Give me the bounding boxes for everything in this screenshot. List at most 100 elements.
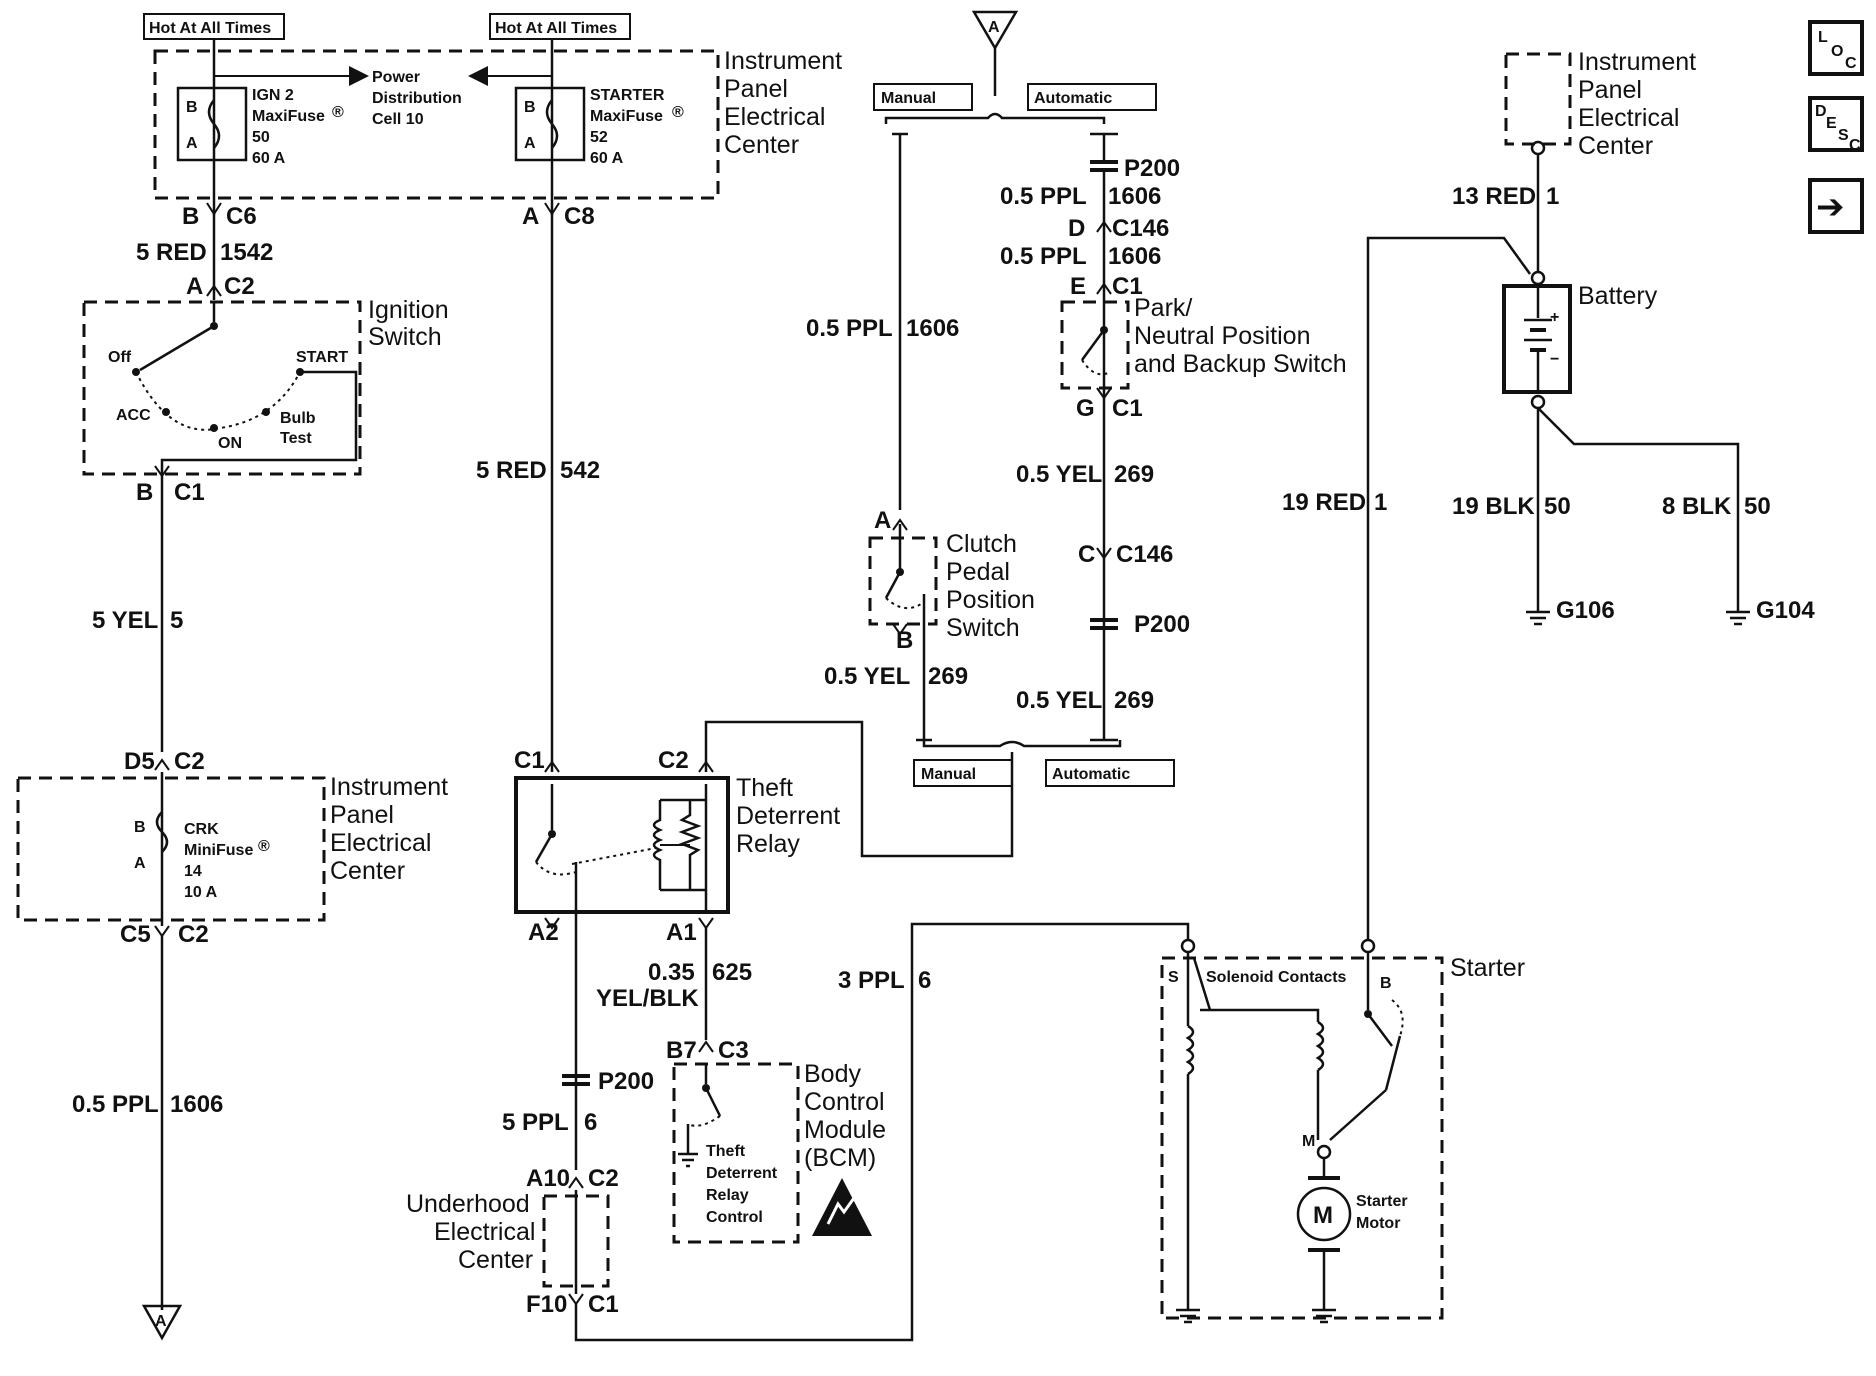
svg-text:A: A	[134, 855, 146, 872]
instrument-panel-electrical-center-top	[153, 49, 720, 200]
wire-0-5-ppl-label: 0.5 PPL	[1000, 243, 1087, 270]
wire-1606-label: 1606	[1108, 243, 1161, 270]
relay-resistor-icon	[678, 800, 702, 890]
hot-at-all-times-label-2: Hot At All Times	[489, 13, 631, 40]
svg-text:Relay: Relay	[706, 1187, 749, 1204]
svg-text:Hot At All Times: Hot At All Times	[495, 20, 617, 37]
svg-text:P200: P200	[1134, 611, 1190, 638]
wire-19-blk-label: 19 BLK	[1452, 493, 1535, 520]
wire-13-red-label: 13 RED	[1452, 183, 1536, 210]
svg-text:Deterrent: Deterrent	[706, 1165, 778, 1182]
manual-automatic-split-bottom	[922, 740, 1122, 748]
next-arrow-button[interactable]: ➔	[1808, 178, 1864, 234]
svg-text:Panel: Panel	[1578, 76, 1642, 104]
starter-fuse-box	[514, 86, 586, 162]
wire-1-label: 1	[1546, 183, 1559, 210]
svg-text:10 A: 10 A	[184, 884, 218, 901]
connector-pin-d: D	[1068, 215, 1085, 242]
svg-text:Bulb: Bulb	[280, 410, 316, 427]
svg-text:(BCM): (BCM)	[804, 1144, 876, 1172]
svg-text:D: D	[1815, 103, 1827, 120]
wire-269-label: 269	[1114, 461, 1154, 488]
p200-connector: P200	[562, 1068, 654, 1095]
connector-a1: A1	[666, 919, 697, 946]
wire-0-35-label: 0.35	[648, 959, 695, 986]
connector-c146: C146	[1112, 215, 1169, 242]
svg-text:60 A: 60 A	[252, 150, 286, 167]
body-control-module-box	[672, 1062, 800, 1244]
ignition-switch-label: Ignition Switch	[368, 296, 449, 351]
svg-text:Instrument: Instrument	[724, 47, 842, 75]
svg-text:B: B	[1380, 975, 1392, 992]
svg-text:Hot At All Times: Hot At All Times	[149, 20, 271, 37]
svg-text:Starter: Starter	[1356, 1193, 1408, 1210]
svg-text:−: −	[1550, 351, 1559, 368]
ign2-fuse-box	[176, 86, 248, 162]
svg-text:Automatic: Automatic	[1052, 766, 1130, 783]
ipec-label-left: Instrument Panel Electrical Center	[330, 773, 448, 885]
hot-at-all-times-label-1: Hot At All Times	[143, 13, 285, 40]
connector-c1: C1	[174, 479, 205, 506]
desc-button[interactable]: D E S C	[1808, 96, 1864, 154]
svg-text:and Backup Switch: and Backup Switch	[1134, 350, 1347, 378]
svg-text:Automatic: Automatic	[1034, 90, 1112, 107]
wire-50-label: 50	[1744, 493, 1771, 520]
connector-c1: C1	[588, 1291, 619, 1318]
svg-text:Manual: Manual	[921, 766, 976, 783]
connector-c8: C8	[564, 203, 595, 230]
svg-text:ON: ON	[218, 435, 242, 452]
off-page-connector-a-bottom[interactable]: A	[141, 1304, 183, 1341]
svg-text:Position: Position	[946, 586, 1035, 614]
svg-text:B: B	[524, 99, 536, 116]
wire-19-red-label: 19 RED	[1282, 489, 1366, 516]
svg-text:O: O	[1831, 43, 1843, 60]
connector-pin-b: B	[136, 479, 153, 506]
crk-fuse-label: CRK MiniFuse ® 14 10 A	[184, 821, 270, 901]
connector-c2: C2	[658, 747, 689, 774]
connector-c1: C1	[514, 747, 545, 774]
wire-6-label: 6	[584, 1109, 597, 1136]
theft-deterrent-relay-box	[514, 776, 730, 914]
ignition-switch-box	[82, 300, 362, 476]
connector-pin-a: A	[522, 203, 539, 230]
esd-warning-icon	[812, 1178, 872, 1236]
svg-text:Ignition: Ignition	[368, 296, 449, 324]
solenoid-contacts-label: Solenoid Contacts	[1206, 969, 1347, 986]
ign2-fuse-icon	[207, 99, 221, 149]
off-page-connector-a-top[interactable]: A	[971, 10, 1019, 51]
hold-in-coil-icon	[1315, 1020, 1325, 1072]
clutch-pedal-position-switch-label: Clutch Pedal Position Switch	[946, 530, 1035, 642]
connector-c1: C1	[1112, 273, 1143, 300]
svg-text:14: 14	[184, 863, 202, 880]
starter-fuse-label: STARTER MaxiFuse ® 52 60 A	[590, 87, 684, 167]
wire-0-5-ppl-label: 0.5 PPL	[806, 315, 893, 342]
svg-text:Relay: Relay	[736, 830, 800, 858]
power-distribution-label: Power Distribution Cell 10	[372, 69, 462, 128]
svg-text:Park/: Park/	[1134, 294, 1192, 322]
wire-5-yel-label: 5 YEL	[92, 607, 158, 634]
connector-pin-b: B	[182, 203, 199, 230]
connector-a10: A10	[526, 1165, 570, 1192]
svg-text:Manual: Manual	[881, 90, 936, 107]
theft-deterrent-relay-label: Theft Deterrent Relay	[736, 774, 840, 858]
svg-text:Theft: Theft	[736, 774, 793, 802]
svg-text:Electrical: Electrical	[724, 103, 825, 131]
bcm-internal-label: Theft Deterrent Relay Control	[706, 1143, 778, 1226]
svg-text:Pedal: Pedal	[946, 558, 1010, 586]
svg-text:A: A	[155, 1313, 167, 1330]
p200-connector-top: P200	[1090, 155, 1180, 182]
svg-text:Control: Control	[706, 1209, 763, 1226]
clutch-pedal-position-switch-box	[868, 536, 938, 626]
connector-c1: C1	[1112, 395, 1143, 422]
wire-yel-blk-label: YEL/BLK	[596, 985, 699, 1012]
svg-text:Off: Off	[108, 349, 132, 366]
ground-icon	[1176, 1308, 1200, 1324]
wire-1606-label: 1606	[906, 315, 959, 342]
svg-text:E: E	[1826, 115, 1837, 132]
svg-text:B: B	[134, 819, 146, 836]
instrument-panel-electrical-center-right	[1504, 52, 1572, 146]
loc-button[interactable]: L O C	[1808, 20, 1864, 76]
svg-text:Electrical: Electrical	[330, 829, 431, 857]
connector-pin-a: A	[874, 507, 891, 534]
svg-text:S: S	[1838, 127, 1849, 144]
